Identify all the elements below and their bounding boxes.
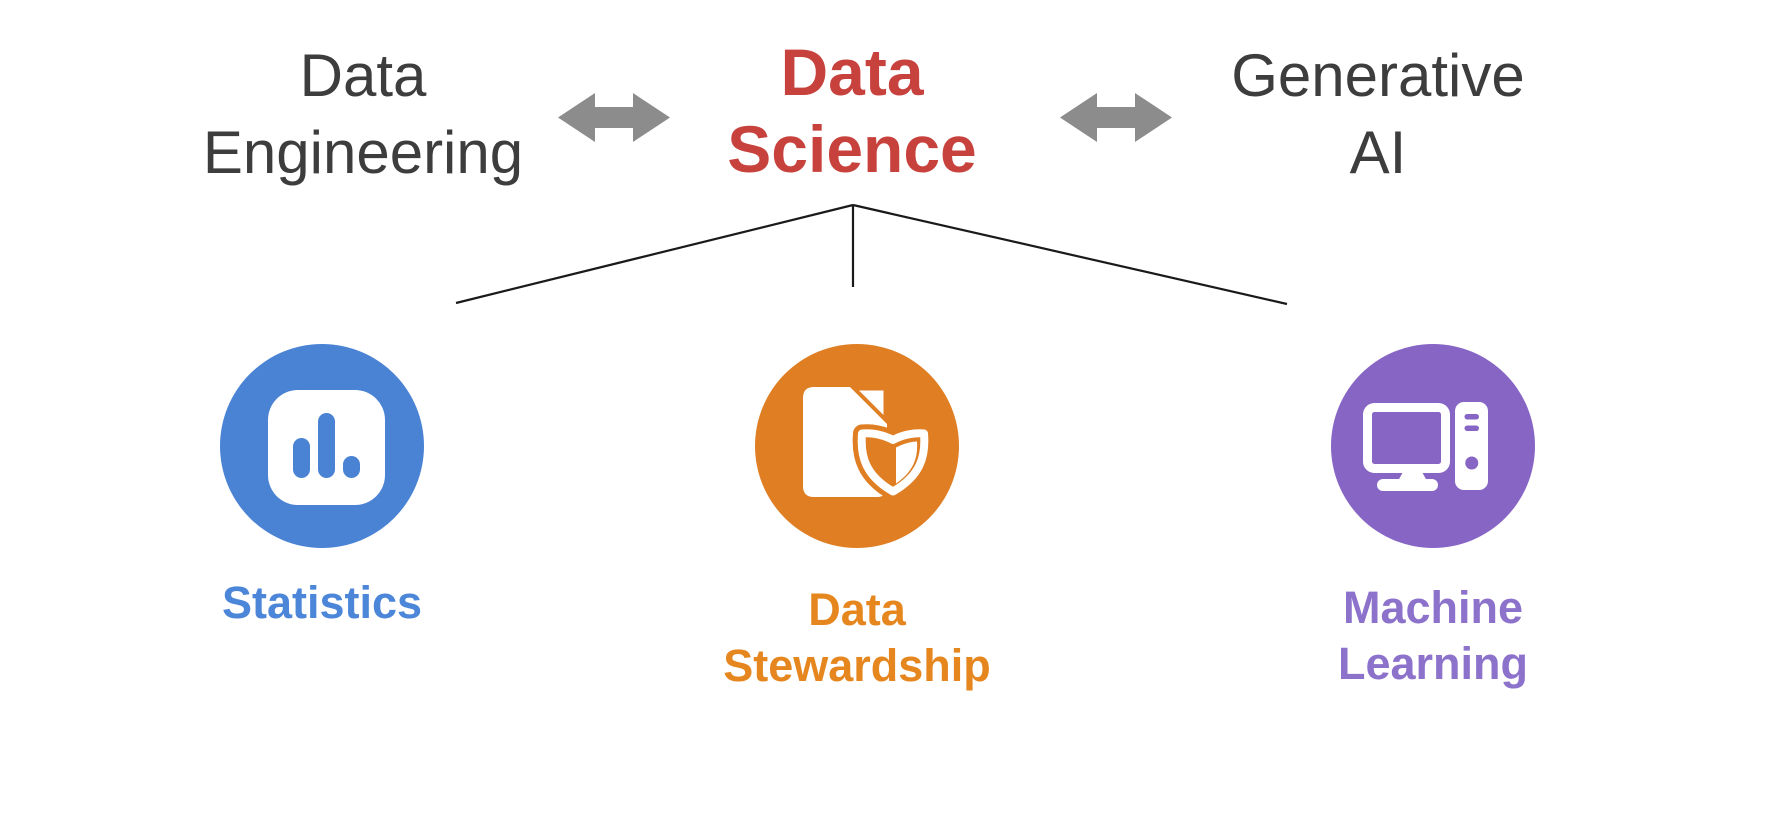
- branch-label-line: Statistics: [221, 577, 423, 628]
- tower-slot: [1464, 425, 1479, 431]
- tower-slot: [1464, 414, 1479, 420]
- branch-label-line: Stewardship: [723, 640, 991, 691]
- branch-label-line: Machine: [1342, 582, 1524, 633]
- monitor-shape: [1363, 403, 1450, 473]
- node-data-science: Data Science: [652, 34, 1052, 188]
- bar-chart-bar: [343, 456, 360, 478]
- tower-shape: [1455, 402, 1488, 490]
- connector-line-right: [852, 203, 1288, 306]
- node-label-line: Data: [780, 35, 924, 109]
- node-label-line: Generative: [1231, 42, 1525, 109]
- computer-icon: [1363, 402, 1488, 491]
- branch-label-line: Data: [808, 584, 906, 635]
- double-headed-arrow-shape: [1060, 93, 1172, 142]
- machine-learning-label: Machine Learning: [1233, 580, 1633, 692]
- double-headed-arrow-icon: [1060, 93, 1172, 142]
- node-label-line: AI: [1349, 119, 1407, 186]
- machine-learning-circle: [1331, 344, 1535, 548]
- statistics-circle: [220, 344, 424, 548]
- double-headed-arrow-icon: [558, 93, 670, 142]
- node-label-line: Engineering: [202, 119, 524, 186]
- tower-power-dot: [1465, 456, 1479, 470]
- data-stewardship-circle: [755, 344, 959, 548]
- node-data-engineering: Data Engineering: [163, 37, 563, 191]
- bar-chart-bar: [293, 438, 310, 478]
- file-shield-icon: [803, 387, 934, 501]
- double-headed-arrow-shape: [558, 93, 670, 142]
- statistics-label: Statistics: [122, 575, 522, 631]
- node-label-line: Science: [727, 112, 977, 186]
- branch-label-line: Learning: [1337, 638, 1529, 689]
- monitor-stand-base: [1377, 479, 1438, 491]
- shield-half-fill: [896, 441, 918, 484]
- node-label-line: Data: [299, 42, 427, 109]
- document-fold-flap: [859, 390, 884, 415]
- node-generative-ai: Generative AI: [1178, 37, 1578, 191]
- monitor-stand-neck: [1398, 472, 1427, 481]
- data-stewardship-label: Data Stewardship: [657, 582, 1057, 694]
- connector-line-left: [455, 203, 854, 305]
- shield-outline: [857, 429, 929, 496]
- bar-chart-icon: [268, 390, 385, 505]
- bar-chart-bar: [318, 413, 335, 478]
